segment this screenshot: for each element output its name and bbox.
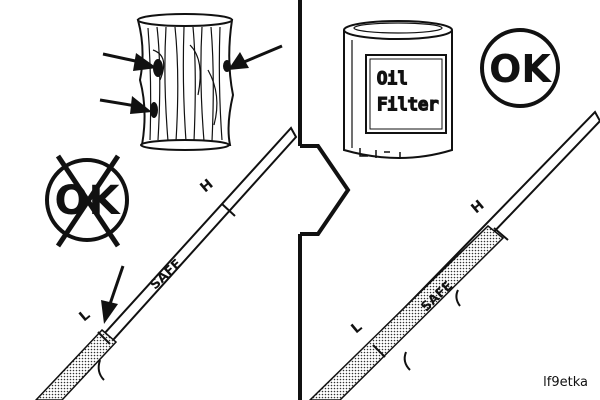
right-panel: Oil Filter OK H L SAFE lf9etka — [308, 20, 600, 400]
left-low-mark: L — [76, 307, 93, 325]
left-safe-label: SAFE — [147, 257, 184, 293]
oil-filter-can-icon: Oil Filter — [343, 20, 453, 159]
panel-divider — [298, 0, 351, 400]
dirt-arrows — [99, 44, 283, 114]
low-level-arrow — [101, 265, 125, 324]
right-dipstick: H L SAFE — [308, 110, 600, 400]
ok-badge: OK — [480, 28, 560, 108]
left-high-mark: H — [197, 176, 216, 196]
can-label-oil: Oil — [377, 69, 408, 89]
figure-id: lf9etka — [543, 375, 588, 390]
ok-text: OK — [489, 47, 552, 91]
right-low-mark: L — [348, 319, 365, 337]
can-label-filter: Filter — [377, 95, 438, 115]
left-panel: OK H L SAFE — [34, 13, 298, 400]
right-high-mark: H — [468, 197, 487, 217]
dirty-filter-icon — [136, 13, 235, 151]
not-ok-badge: OK — [45, 154, 129, 248]
